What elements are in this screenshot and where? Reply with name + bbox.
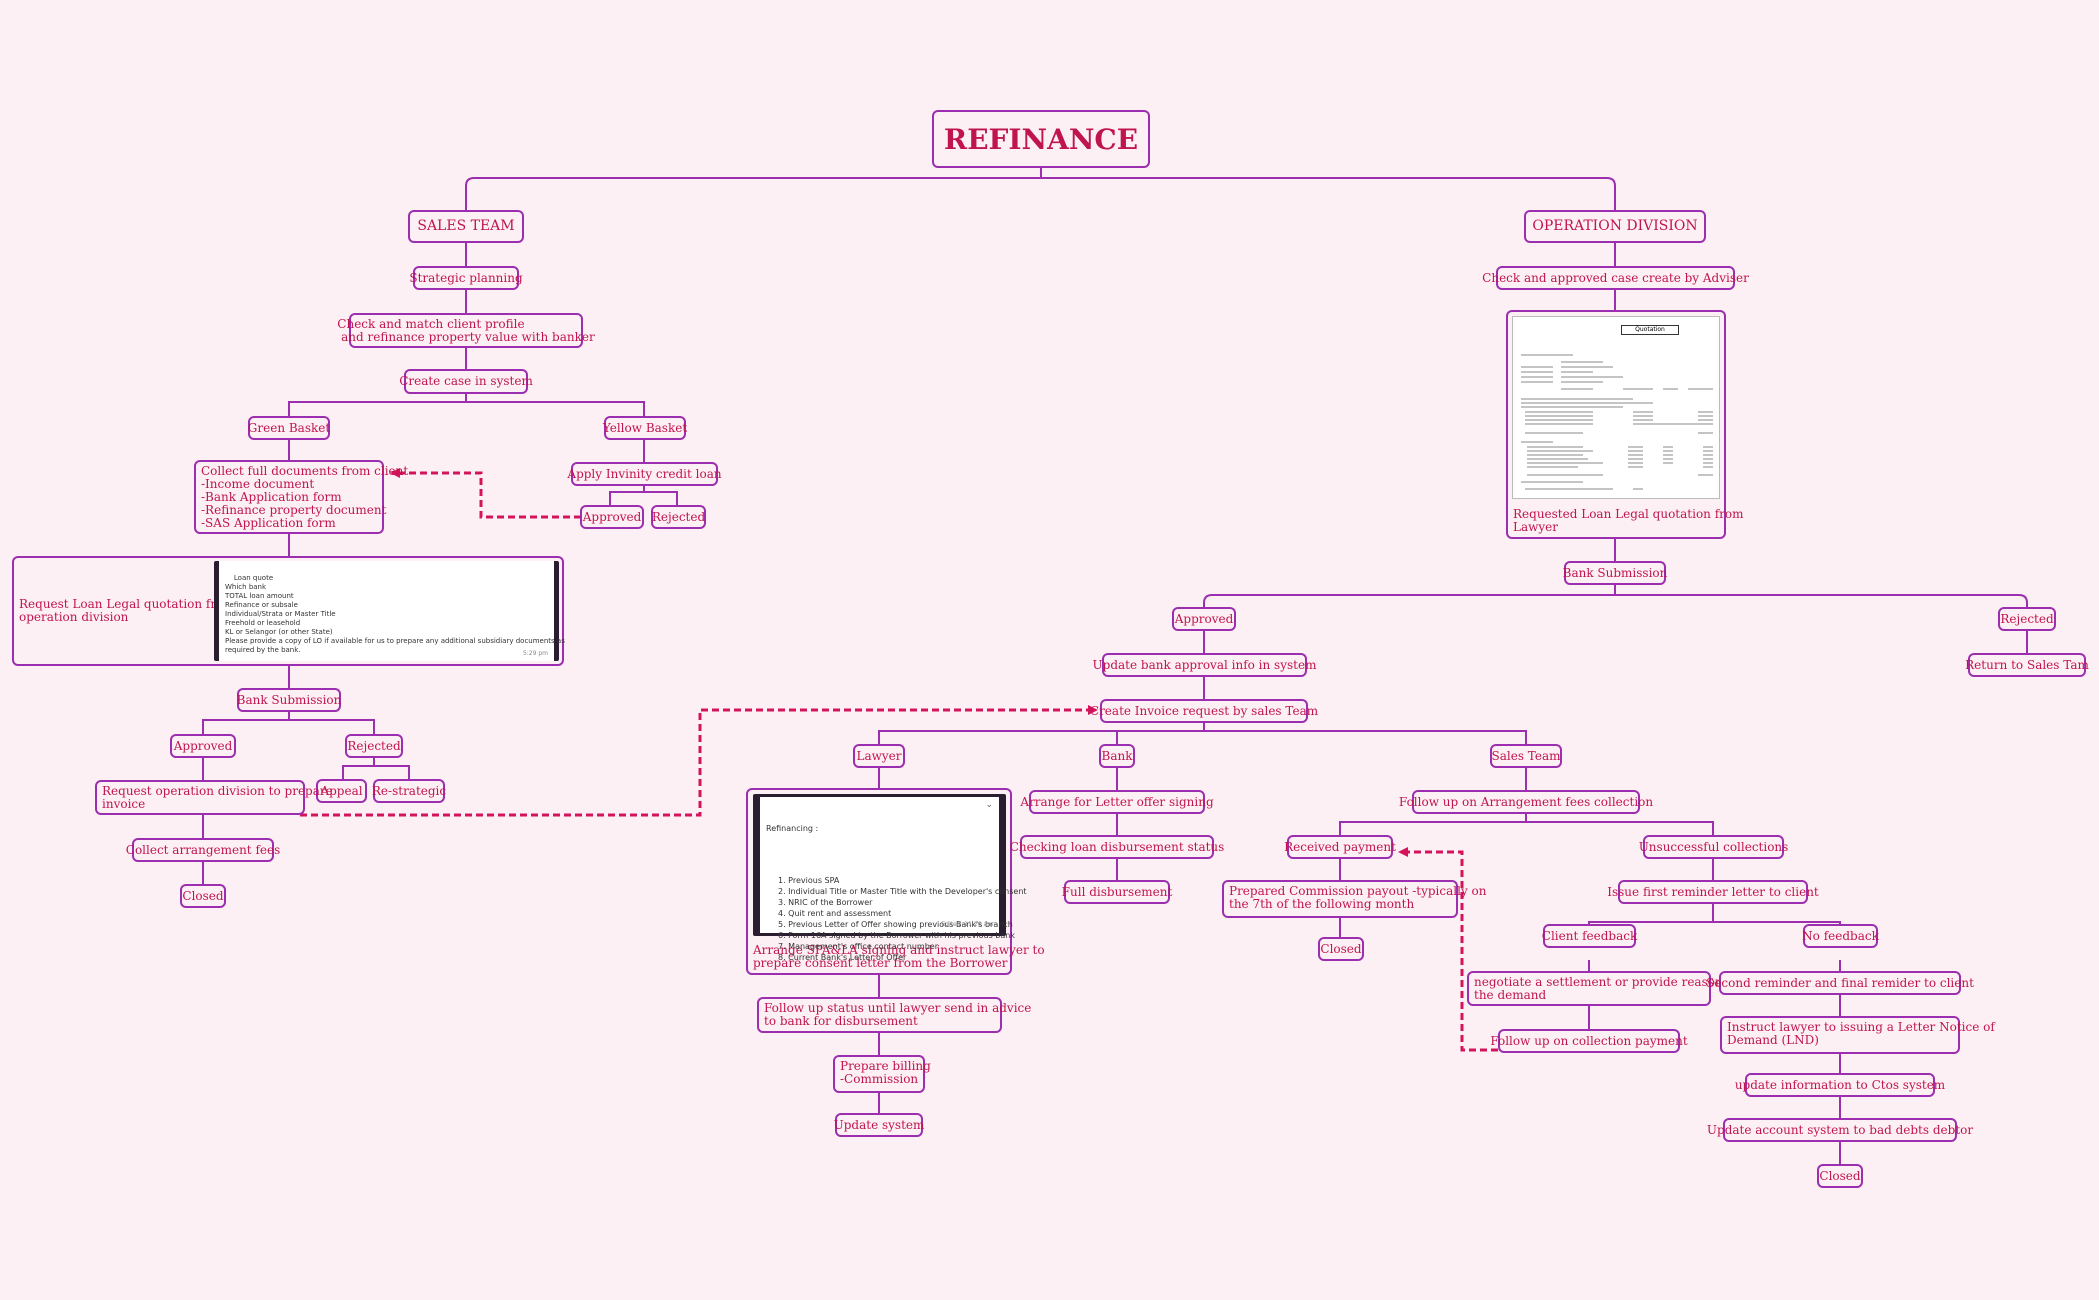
yellow-basket-node[interactable]: Yellow Basket [603, 416, 687, 440]
collect-documents-node[interactable]: Collect full documents from client -Inco… [194, 460, 408, 534]
quotation-caption: Requested Loan Legal quotation from Lawy… [1513, 507, 1744, 534]
sales-rejected-node[interactable]: Rejected [345, 734, 403, 758]
quotation-doc-lines [1521, 354, 1713, 490]
appeal-node[interactable]: Appeal [316, 779, 367, 803]
update-system-node[interactable]: Update system [834, 1113, 924, 1137]
follow-fees-node[interactable]: Follow up on Arrangement fees collection [1399, 790, 1653, 814]
collect-fees-node[interactable]: Collect arrangement fees [126, 838, 280, 862]
quote-chat-screenshot: Loan quote Which bank TOTAL loan amount … [214, 561, 565, 661]
apply-credit-node[interactable]: Apply Invinity credit loan [567, 462, 722, 486]
update-bank-node[interactable]: Update bank approval info in system [1093, 653, 1316, 677]
sales-approved-node[interactable]: Approved [170, 734, 236, 758]
second-reminder-node[interactable]: Second reminder and final remider to cli… [1706, 971, 1974, 995]
lawyer-chat-list: 1. Previous SPA 2. Individual Title or M… [778, 876, 1027, 962]
quotation-document-image: Quotation [1512, 316, 1720, 499]
ops-rejected-node[interactable]: Rejected [1998, 607, 2056, 631]
instruct-lawyer-node[interactable]: Instruct lawyer to issuing a Letter Noti… [1720, 1016, 1995, 1054]
rejected-credit-node[interactable]: Rejected [651, 505, 706, 529]
check-approved-node[interactable]: Check and approved case create by Advise… [1482, 266, 1749, 290]
sales-closed-node[interactable]: Closed [180, 884, 226, 908]
lawyer-chat-title: Refinancing : [766, 824, 819, 833]
request-quotation-label: Request Loan Legal quotation from operat… [19, 597, 235, 624]
quote-chat-text: Loan quote Which bank TOTAL loan amount … [225, 574, 565, 654]
sales-bank-submission-node[interactable]: Bank Submission [237, 688, 341, 712]
re-strategic-node[interactable]: Re-strategic [372, 779, 446, 803]
follow-lawyer-node[interactable]: Follow up status until lawyer send in ad… [757, 997, 1031, 1033]
chevron-down-icon: ⌄ [985, 800, 993, 810]
arrange-spa-label: Arrange SPA&LA signing and instruct lawy… [753, 943, 1045, 970]
received-payment-node[interactable]: Received payment [1284, 835, 1396, 859]
negotiate-node[interactable]: negotiate a settlement or provide reason… [1467, 971, 1745, 1006]
create-case-node[interactable]: Create case in system [399, 369, 533, 394]
check-match-node[interactable]: Check and match client profile and refin… [337, 313, 595, 348]
strategic-planning-node[interactable]: Strategic planning [409, 266, 523, 290]
green-basket-node[interactable]: Green Basket [248, 416, 330, 440]
checking-disbursement-node[interactable]: Checking loan disbursement status [1010, 835, 1224, 859]
approved-credit-node[interactable]: Approved [580, 505, 644, 529]
collection-closed-node[interactable]: Closed [1817, 1164, 1863, 1188]
quote-chat-time: 5:29 pm [522, 650, 548, 657]
quote-chat-message: Loan quote Which bank TOTAL loan amount … [219, 561, 565, 661]
full-disbursement-node[interactable]: Full disbursement [1062, 880, 1172, 904]
ops-bank-submission-node[interactable]: Bank Submission [1563, 561, 1667, 585]
no-feedback-node[interactable]: No feedback [1802, 924, 1879, 948]
commission-closed-node[interactable]: Closed [1318, 937, 1364, 961]
sales-team-branch-node[interactable]: Sales Team [1490, 744, 1562, 768]
prepared-commission-node[interactable]: Prepared Commission payout -typically on… [1222, 880, 1486, 918]
follow-collection-node[interactable]: Follow up on collection payment [1490, 1029, 1688, 1053]
lawyer-node[interactable]: Lawyer [853, 744, 905, 768]
lawyer-chat-screenshot: Refinancing : ⌄ 1. Previous SPA 2. Indiv… [753, 794, 1027, 962]
map-title[interactable]: REFINANCE [932, 110, 1150, 168]
bank-node[interactable]: Bank [1099, 744, 1135, 768]
update-ctos-node[interactable]: update information to Ctos system [1735, 1073, 1945, 1097]
lawyer-chat-message: Refinancing : ⌄ 1. Previous SPA 2. Indiv… [760, 797, 1027, 962]
prepare-billing-node[interactable]: Prepare billing -Commission [833, 1055, 931, 1093]
sales-team-node[interactable]: SALES TEAM [408, 210, 524, 243]
update-bad-debts-node[interactable]: Update account system to bad debts debto… [1707, 1118, 1973, 1142]
arrange-letter-node[interactable]: Arrange for Letter offer signing [1020, 790, 1214, 814]
return-sales-node[interactable]: Return to Sales Tam [1965, 653, 2089, 677]
quotation-doc-title: Quotation [1621, 325, 1679, 335]
lawyer-chat-time: Edited 11:20 am [941, 921, 993, 928]
request-invoice-node[interactable]: Request operation division to prepare in… [95, 780, 333, 815]
ops-approved-node[interactable]: Approved [1172, 607, 1236, 631]
operation-division-node[interactable]: OPERATION DIVISION [1524, 210, 1706, 243]
first-reminder-node[interactable]: Issue first reminder letter to client [1607, 880, 1819, 904]
create-invoice-node[interactable]: Create Invoice request by sales Team [1090, 699, 1318, 723]
unsuccessful-collections-node[interactable]: Unsuccessful collections [1639, 835, 1788, 859]
client-feedback-node[interactable]: Client feedback [1542, 924, 1637, 948]
